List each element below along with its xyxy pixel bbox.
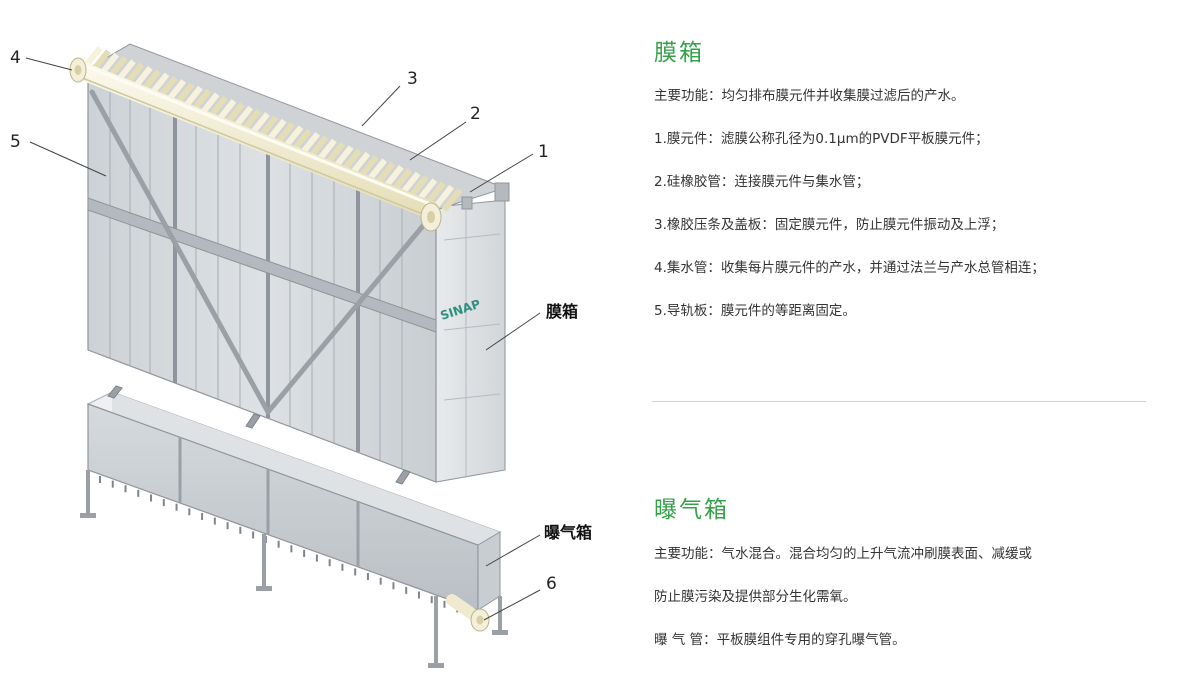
section-divider (652, 401, 1146, 402)
leader-lines (25, 57, 541, 621)
aeration-tank-title: 曝气箱 (654, 497, 729, 523)
rim-handles (107, 385, 411, 485)
membrane-fin (441, 188, 463, 212)
support-legs (86, 470, 502, 665)
collection-pipe (71, 61, 439, 219)
membrane-fin (399, 171, 421, 196)
membrane-line-5: 5.导轨板：膜元件的等距离固定。 (654, 303, 856, 319)
equipment-diagram: SINAP (25, 43, 541, 668)
callout-membrane-tank: 膜箱 (546, 302, 579, 321)
front-beam (87, 197, 437, 333)
trough-side-wall (477, 531, 501, 611)
tank-side-face (435, 199, 506, 483)
membrane-fin (424, 181, 446, 206)
trough-floor (112, 392, 500, 552)
callout-1: 1 (538, 142, 549, 162)
aeration-line-function: 主要功能：气水混合。混合均匀的上升气流冲刷膜表面、减缓或 (654, 546, 1032, 562)
callout-5: 5 (10, 132, 21, 152)
trough-dividers (178, 437, 360, 567)
aeration-line-continued: 防止膜污染及提供部分生化需氧。 (654, 589, 857, 605)
callout-6: 6 (546, 574, 557, 594)
leg-feet (80, 513, 508, 668)
membrane-fin (408, 174, 429, 199)
membrane-tank-section: 膜箱 (654, 33, 1174, 67)
aeration-tank (80, 385, 508, 668)
membrane-tank (69, 43, 510, 483)
membrane-tank-title: 膜箱 (654, 40, 704, 66)
callout-3: 3 (407, 69, 418, 89)
membrane-line-function: 主要功能：均匀排布膜元件并收集膜过滤后的产水。 (654, 88, 965, 104)
aeration-pipe-flange (446, 594, 490, 632)
pipe-flanges (69, 57, 442, 232)
front-ribs (109, 90, 403, 469)
membrane-line-3: 3.橡胶压条及盖板：固定膜元件，防止膜元件振动及上浮； (654, 217, 1005, 233)
lifting-lugs (461, 182, 510, 210)
aeration-tank-section: 曝气箱 (654, 490, 1174, 524)
callout-4: 4 (10, 48, 21, 68)
membrane-line-1: 1.膜元件：滤膜公称孔径为0.1μm的PVDF平板膜元件； (654, 131, 989, 147)
membrane-fin (391, 168, 413, 193)
membrane-fin (416, 178, 438, 202)
callout-2: 2 (470, 104, 481, 124)
side-panel-lines (443, 210, 501, 476)
diagonal-braces (89, 89, 435, 415)
membrane-line-2: 2.硅橡胶管：连接膜元件与集水管； (654, 174, 870, 190)
membrane-fin (433, 184, 454, 209)
membrane-line-4: 4.集水管：收集每片膜元件的产水，并通过法兰与产水总管相连； (654, 260, 1045, 276)
aeration-line-pipe: 曝 气 管：平板膜组件专用的穿孔曝气管。 (654, 632, 906, 648)
callout-aeration-tank: 曝气箱 (544, 523, 593, 542)
